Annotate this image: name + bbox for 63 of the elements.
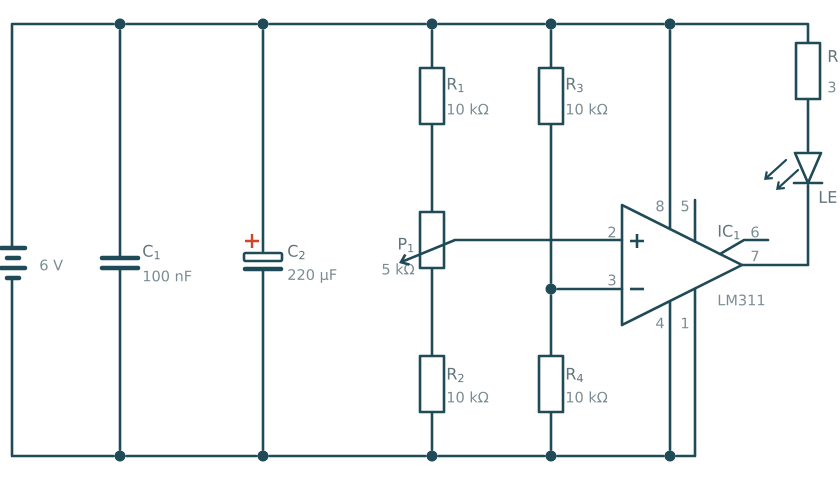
component-label: 6 V xyxy=(40,260,63,270)
junction-dot xyxy=(426,450,438,462)
component-label: P$_{1}$ xyxy=(399,238,414,252)
junction-dot xyxy=(114,18,126,30)
component-label: R$_{1}$ xyxy=(448,78,464,92)
wire xyxy=(118,30,122,258)
wire xyxy=(399,238,624,266)
wire xyxy=(268,454,426,458)
component-value: 10 kΩ xyxy=(566,391,608,403)
junction-dot xyxy=(258,450,268,462)
pin-number: 6 xyxy=(751,226,759,238)
component-value: 220 µF xyxy=(288,269,336,283)
component-label: R$_{2}$ xyxy=(448,368,464,382)
component-label: LE xyxy=(820,191,836,203)
wire xyxy=(10,278,114,458)
wire xyxy=(676,287,696,458)
wire xyxy=(262,270,264,450)
wire xyxy=(550,294,552,356)
wire xyxy=(438,22,546,26)
junction-dot xyxy=(426,18,438,30)
component-label: C$_{2}$ xyxy=(288,244,304,260)
junction-dot xyxy=(546,450,556,462)
component-label: R xyxy=(828,50,838,62)
wire xyxy=(550,30,552,68)
wire xyxy=(806,99,810,152)
component-value: 100 nF xyxy=(144,270,192,282)
wire xyxy=(430,30,434,68)
pin-number: 2 xyxy=(608,226,616,238)
wire xyxy=(676,22,810,43)
pin-number: 7 xyxy=(752,250,758,262)
wire xyxy=(550,124,552,284)
component-label: R$_{3}$ xyxy=(566,78,583,92)
wire xyxy=(556,288,624,290)
wire xyxy=(118,268,122,450)
junction-dot xyxy=(664,450,676,462)
wire xyxy=(668,30,672,230)
component-value: 10 kΩ xyxy=(448,103,488,115)
wire xyxy=(550,412,552,450)
junction-dot xyxy=(664,18,676,30)
component-label: C$_{1}$ xyxy=(143,244,160,260)
junction-dot xyxy=(258,18,268,30)
junction-dot xyxy=(114,450,126,462)
pin-number: 3 xyxy=(608,274,616,286)
wire xyxy=(430,268,434,356)
wire xyxy=(668,300,672,450)
component-value: 10 kΩ xyxy=(566,103,608,115)
wire xyxy=(438,454,546,458)
wire xyxy=(556,22,664,26)
junction-dot xyxy=(546,284,556,294)
wire xyxy=(262,30,264,252)
component-value: 10 kΩ xyxy=(448,391,488,403)
wire xyxy=(268,22,426,26)
junction-dot xyxy=(546,18,556,30)
wire xyxy=(430,412,434,450)
wire xyxy=(126,454,258,458)
wire xyxy=(556,454,664,458)
wire xyxy=(430,124,434,212)
component-value: 3 xyxy=(828,82,836,92)
wire xyxy=(10,22,114,248)
wire xyxy=(126,22,258,26)
component-value: 5 kΩ xyxy=(382,263,414,275)
wire xyxy=(740,184,810,266)
component-label: R$_{4}$ xyxy=(566,368,583,382)
